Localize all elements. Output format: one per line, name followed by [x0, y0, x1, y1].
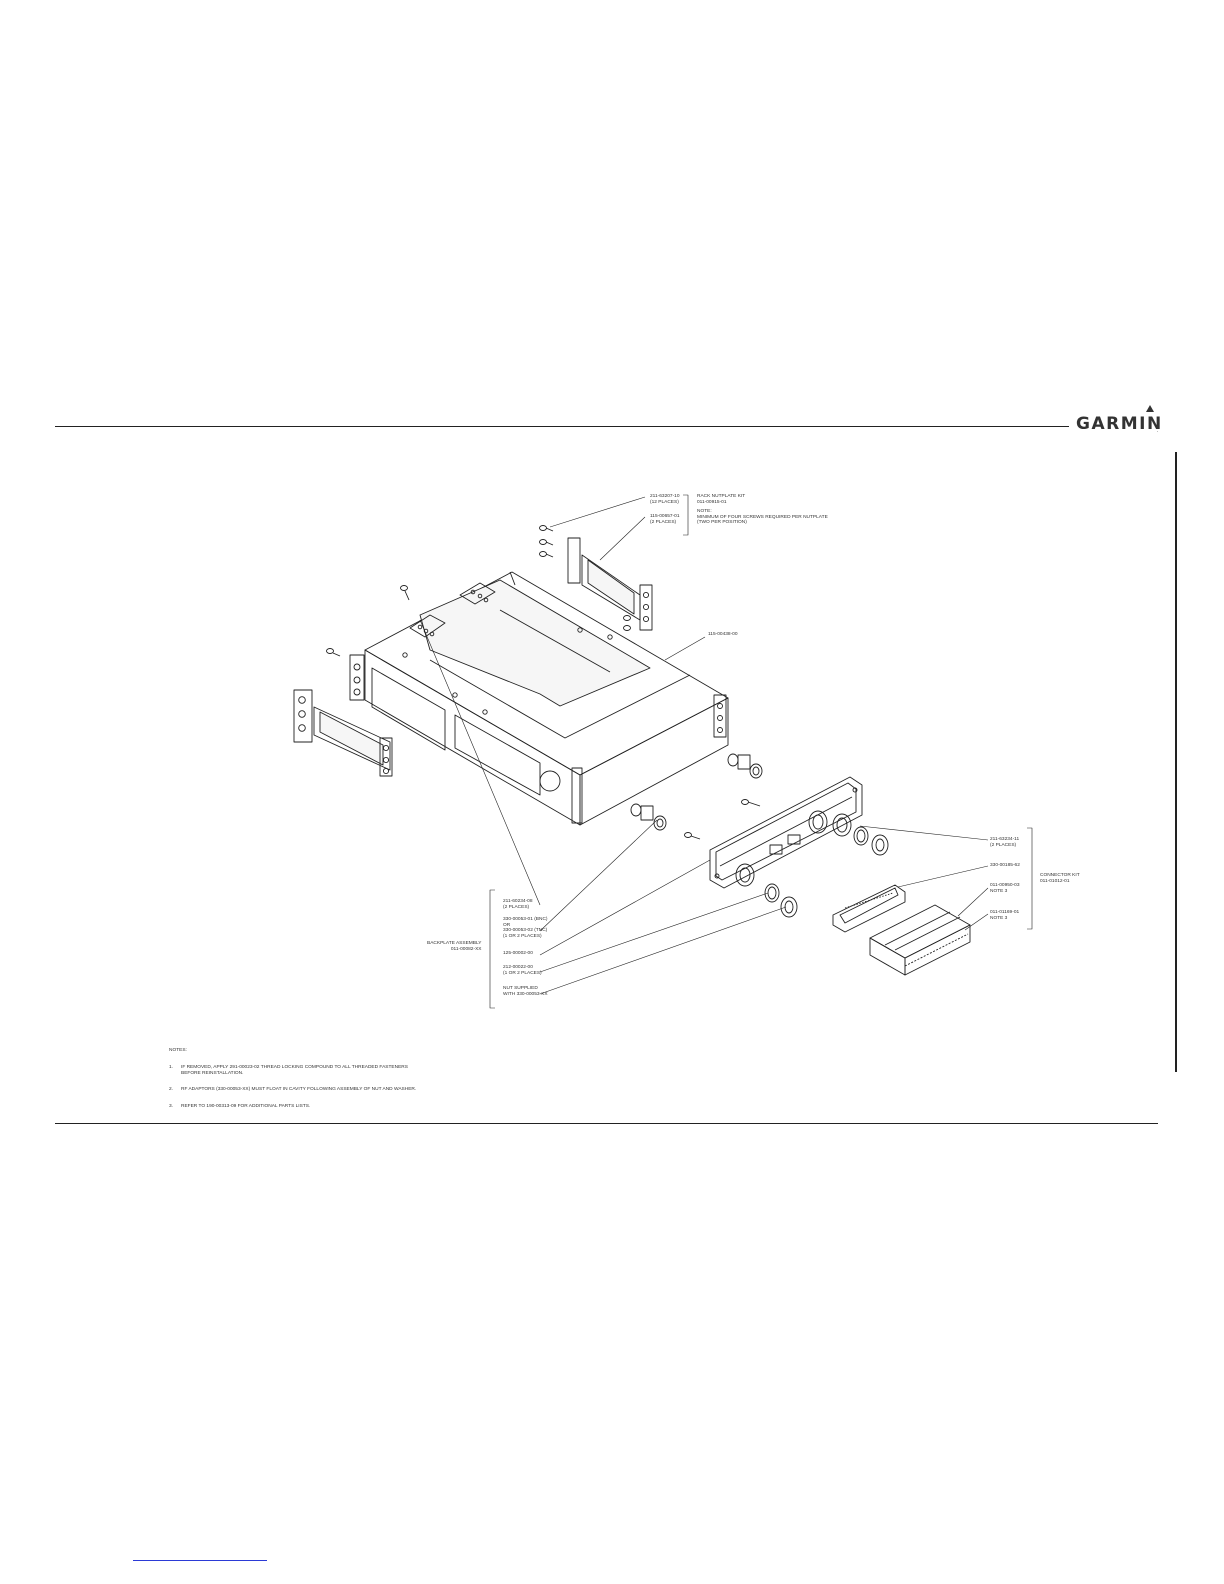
- notes-heading: NOTES:: [169, 1048, 187, 1054]
- callout-brackets: [489, 494, 1033, 1009]
- footer-link-underline[interactable]: [133, 1560, 267, 1561]
- label-nutplate-screw: 211-63207-10 (12 PLACES): [650, 494, 680, 505]
- note-2: 2. RF ADAPTORS (330-00053-XX) MUST FLOAT…: [169, 1087, 417, 1093]
- label-washer: 212-00022-00 (1 OR 2 PLACES): [503, 965, 542, 976]
- label-backplate-screw: 211-60234-08 (2 PLACES): [503, 899, 533, 910]
- label-connector: 330-00185-62: [990, 863, 1020, 868]
- nutplate-right: [567, 537, 653, 631]
- note-3: 3. REFER TO 190-00313-09 FOR ADDITIONAL …: [169, 1104, 311, 1110]
- label-nutplate: 115-00657-01 (2 PLACES): [650, 514, 680, 525]
- label-nut: NUT SUPPLIED WITH 330-00053-XX: [503, 986, 548, 997]
- connector-backshell: [869, 904, 971, 976]
- loose-screws: [326, 525, 761, 840]
- garmin-logo: GARMIN: [1076, 414, 1163, 434]
- hold-down-tabs: [409, 582, 496, 638]
- d-sub-connector: [832, 884, 906, 933]
- footer-rule: [55, 1123, 1158, 1124]
- label-plate: 125-00002-00: [503, 951, 533, 956]
- label-rf-screw: 211-63234-11 (2 PLACES): [990, 837, 1020, 848]
- label-connector-kit: CONNECTOR KIT 011-01012-01: [1040, 873, 1080, 884]
- backplate-assembly: [709, 776, 863, 889]
- washers-and-nuts: [764, 826, 889, 918]
- label-rf-adapter: 330-00053-01 (BNC) OR 330-00053-02 (TNC)…: [503, 917, 548, 939]
- nutplate-left: [293, 689, 393, 777]
- note-1: 1. IF REMOVED, APPLY 291-00023-02 THREAD…: [169, 1064, 408, 1076]
- right-margin-bar: [1175, 452, 1177, 1072]
- label-rack-nutplate-kit: RACK NUTPLATE KIT 011-00915-01: [697, 494, 746, 505]
- garmin-logo-triangle-icon: [1146, 405, 1154, 412]
- leader-lines: [419, 496, 989, 995]
- garmin-logo-mark: .: [1157, 428, 1159, 434]
- notes-block: NOTES: 1. IF REMOVED, APPLY 291-00023-02…: [169, 1037, 416, 1115]
- label-backplate-assembly: BACKPLATE ASSEMBLY 011-00082-XX: [427, 941, 482, 952]
- header-rule: [55, 426, 1069, 427]
- rack-tray: [349, 571, 729, 826]
- label-nutplate-note: NOTE: MINIMUM OF FOUR SCREWS REQUIRED PE…: [697, 509, 828, 526]
- rf-adapters: [630, 753, 763, 831]
- label-rack: 115-00438-00: [708, 632, 738, 637]
- label-backshell-2: 011-01169-01 NOTE 3: [990, 910, 1020, 921]
- label-backshell-1: 011-00950-03 NOTE 3: [990, 883, 1020, 894]
